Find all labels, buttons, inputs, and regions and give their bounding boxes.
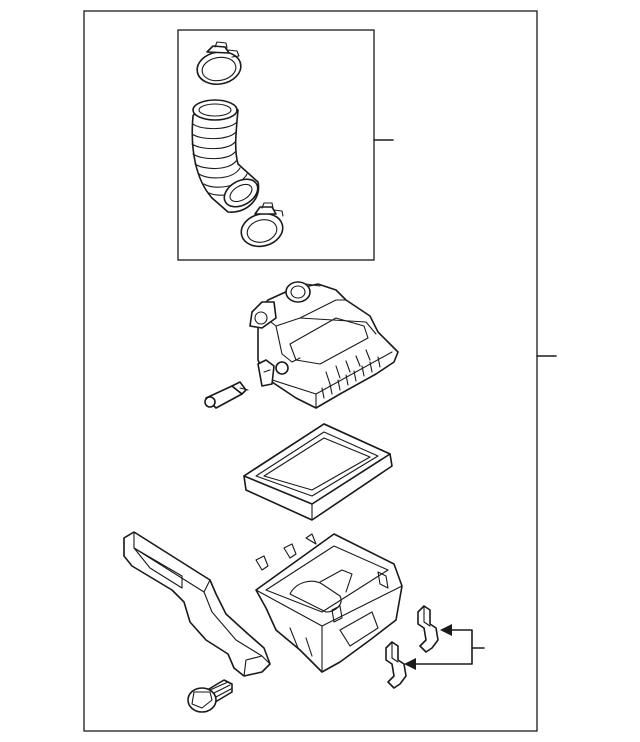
retaining-clip-lower bbox=[385, 641, 407, 689]
clip-arrow-upper-icon bbox=[440, 624, 452, 636]
outer-frame bbox=[83, 10, 538, 732]
lower-hose-clamp bbox=[240, 202, 284, 248]
intake-duct bbox=[123, 531, 271, 677]
mass-airflow-sensor bbox=[204, 381, 249, 409]
air-filter-element bbox=[243, 423, 393, 521]
retaining-clip-upper bbox=[417, 605, 439, 653]
air-cleaner-lower-housing bbox=[255, 533, 403, 673]
hose-kit-frame bbox=[177, 29, 375, 261]
upper-hose-clamp bbox=[196, 41, 242, 86]
air-cleaner-cover bbox=[249, 281, 399, 409]
mounting-bolt bbox=[187, 679, 233, 713]
clip-callout-leader bbox=[404, 624, 485, 670]
clip-arrow-lower-icon bbox=[404, 658, 416, 670]
air-intake-hose bbox=[191, 99, 260, 213]
